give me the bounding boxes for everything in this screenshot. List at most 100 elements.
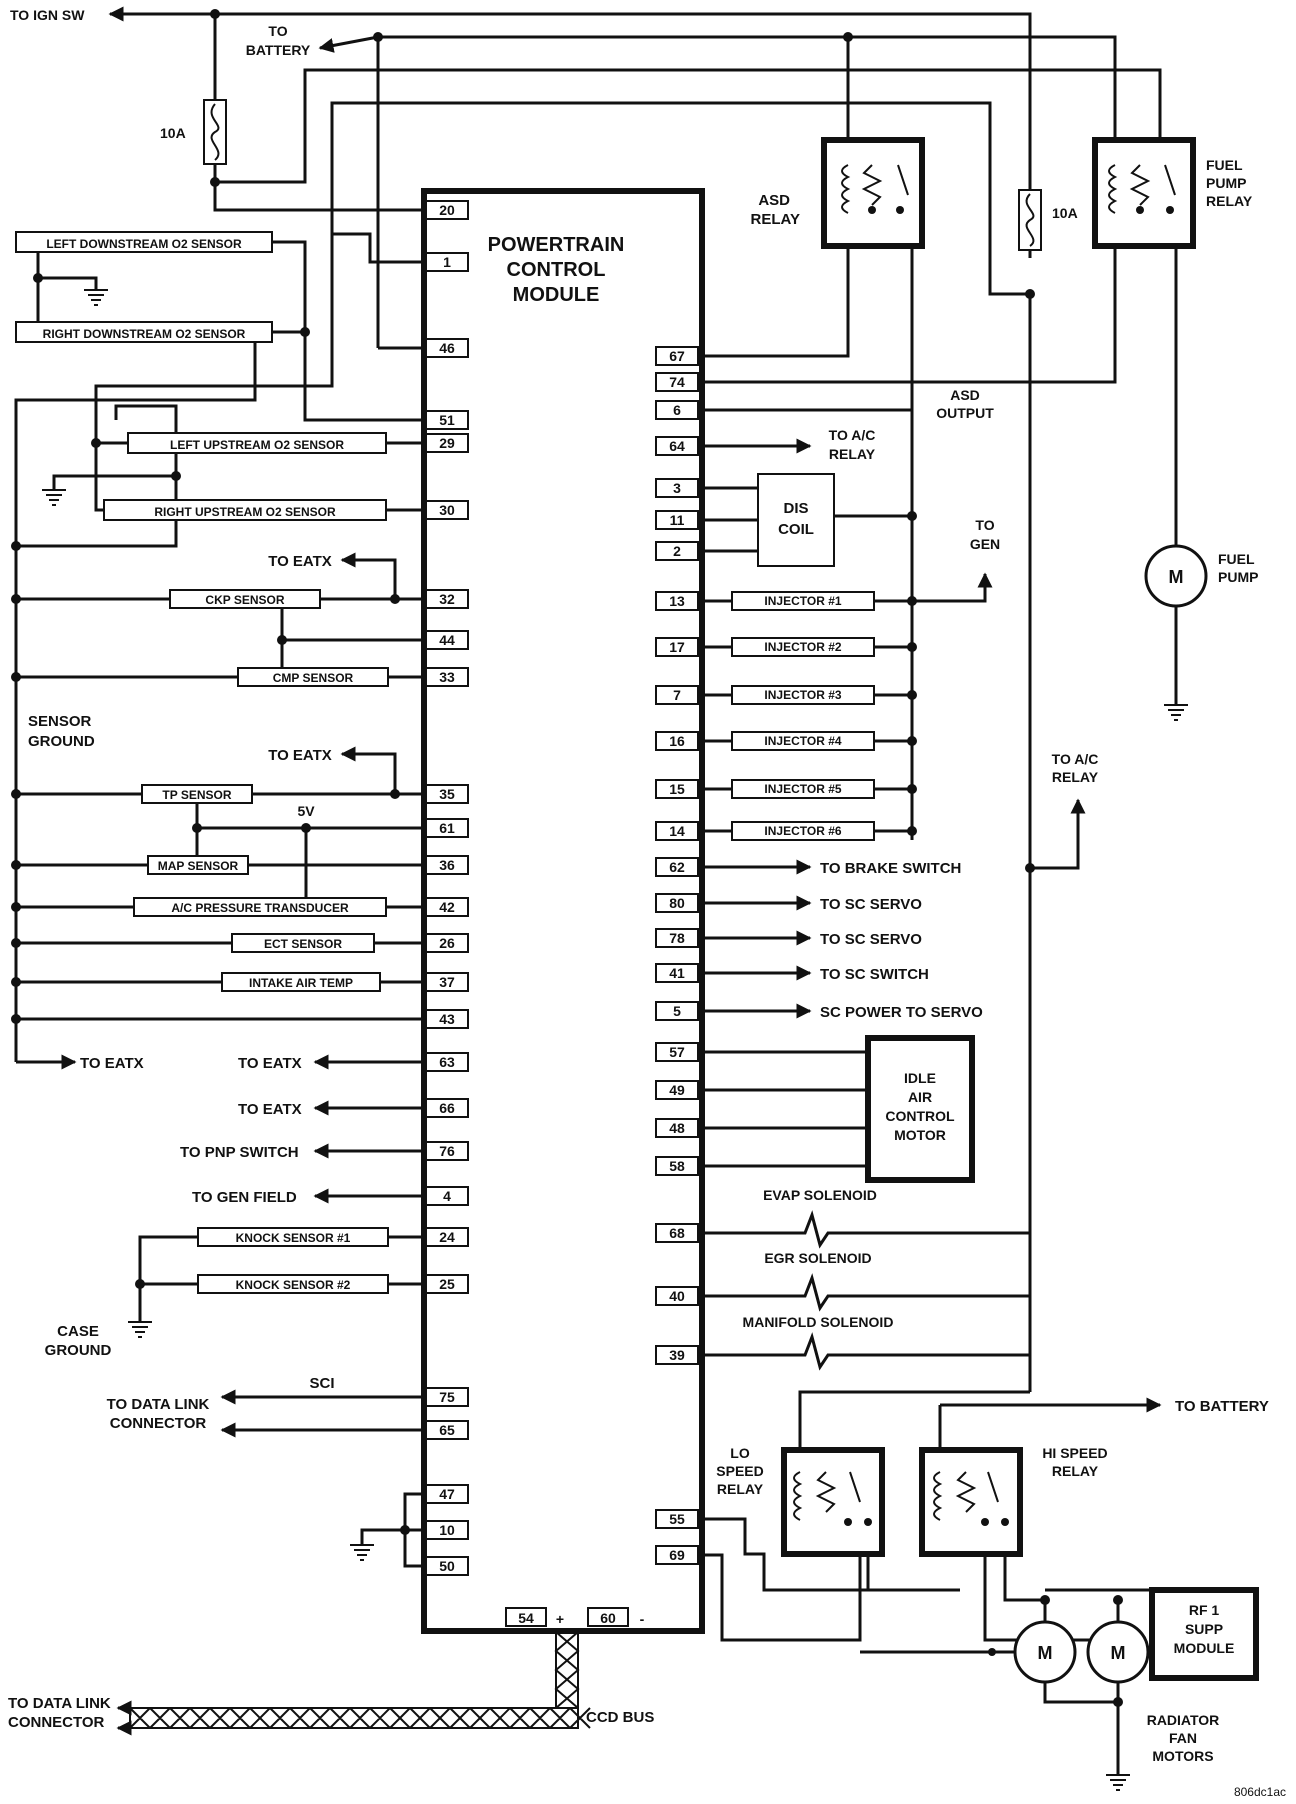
pin66-label: TO EATX — [238, 1101, 302, 1118]
iac-label-2: AIR — [908, 1089, 932, 1105]
pin-label-right-19: 49 — [669, 1082, 685, 1098]
pin-label-right-0: 67 — [669, 348, 685, 364]
pin-box-right-17 — [655, 1001, 699, 1021]
pin51-wire — [303, 332, 424, 422]
pin-box-left-26 — [425, 1556, 469, 1576]
pin63-label: TO EATX — [238, 1055, 302, 1072]
hi-relay-terminal-1 — [981, 1518, 989, 1526]
pin-label-right-14: 80 — [669, 895, 685, 911]
pin-label-right-3: 64 — [669, 438, 685, 454]
fuel-relay-terminal-1 — [1136, 206, 1144, 214]
pin-label-right-7: 13 — [669, 593, 685, 609]
pins-right-group: 6774664311213177161514628078415574948586… — [655, 346, 699, 1565]
left-upstream-o2-label: LEFT UPSTREAM O2 SENSOR — [170, 438, 344, 452]
ac-relay-junction — [1025, 863, 1035, 873]
rf1-label-1: RF 1 — [1189, 1602, 1220, 1618]
pin-box-right-26 — [655, 1545, 699, 1565]
ac-relay-right-label-1: TO A/C — [1052, 751, 1099, 767]
pin-label-left-20: 24 — [439, 1229, 455, 1245]
ign-sw-label: TO IGN SW — [10, 7, 85, 23]
upstream-ground-link — [114, 404, 178, 433]
fan-motor-1-symbol: M — [1038, 1643, 1053, 1663]
hi-relay-label-2: RELAY — [1052, 1463, 1099, 1479]
pin-box-right-6 — [655, 541, 699, 561]
pin-box-54 — [505, 1607, 547, 1627]
pin-box-right-0 — [655, 346, 699, 366]
pin-box-right-15 — [655, 928, 699, 948]
to-ac-relay-arrow-right — [1030, 798, 1086, 870]
asd-relay-terminal-2 — [896, 206, 904, 214]
pin-label-left-5: 30 — [439, 502, 455, 518]
lo-relay-label-3: RELAY — [717, 1481, 764, 1497]
fan-motor-ground-bus — [1043, 1682, 1120, 1704]
fuel-relay-label-3: RELAY — [1206, 193, 1253, 209]
pin-label-left-7: 44 — [439, 632, 455, 648]
fan-label-3: MOTORS — [1152, 1748, 1213, 1764]
pin-label-left-19: 4 — [443, 1188, 451, 1204]
dis-asd-junction — [907, 511, 917, 521]
evap-solenoid-wire — [702, 1210, 1030, 1249]
pin-label-right-1: 74 — [669, 374, 685, 390]
pin-box-right-2 — [655, 400, 699, 420]
dis-coil-box — [757, 473, 835, 567]
right-upstream-o2-label: RIGHT UPSTREAM O2 SENSOR — [154, 505, 336, 519]
pin-label-left-2: 46 — [439, 340, 455, 356]
pin-label-left-3: 51 — [439, 412, 455, 428]
fuel-pump-label-2: PUMP — [1218, 569, 1258, 585]
pin-label-right-18: 57 — [669, 1044, 685, 1060]
lo-relay-feed — [798, 1390, 1030, 1455]
brake-switch-label: TO BRAKE SWITCH — [820, 860, 961, 877]
pin-label-right-5: 11 — [670, 512, 685, 528]
pin-label-left-14: 37 — [439, 974, 455, 990]
five-volt-label: 5V — [297, 803, 315, 819]
pcm-title-3: MODULE — [513, 284, 600, 306]
pin-box-right-18 — [655, 1042, 699, 1062]
asd-relay-label-1: ASD — [758, 192, 790, 209]
lo-relay-coil — [793, 1471, 803, 1521]
pins-left-group: 2014651293032443335613642263743636676424… — [425, 200, 469, 1576]
fuel-relay-resistor — [1129, 164, 1151, 206]
pin-label-right-25: 55 — [669, 1511, 685, 1527]
fan-ground-symbol — [1106, 1774, 1130, 1791]
pin-label-left-23: 65 — [439, 1422, 455, 1438]
case-ground-label-2: GROUND — [45, 1342, 112, 1359]
battery-label-1: TO — [268, 23, 287, 39]
battery-arrow — [318, 35, 379, 53]
map-sensor-label: MAP SENSOR — [158, 859, 239, 873]
sensor-ground-junction-o2 — [11, 541, 21, 551]
sg-junction-tp — [11, 789, 21, 799]
fan-motor-2-symbol: M — [1111, 1643, 1126, 1663]
pin-label-right-12: 14 — [669, 823, 685, 839]
pin-box-left-10 — [425, 818, 469, 838]
pin-box-right-4 — [655, 478, 699, 498]
pin-label-left-16: 63 — [439, 1054, 455, 1070]
pin-label-right-26: 69 — [669, 1547, 685, 1563]
pin-label-right-10: 16 — [669, 733, 685, 749]
asd-output-label-1: ASD — [950, 387, 980, 403]
fuse-right-label: 10A — [1052, 205, 1078, 221]
manifold-solenoid-wire — [702, 1332, 1030, 1371]
pin-box-right-20 — [655, 1118, 699, 1138]
egr-solenoid-wire — [702, 1273, 1030, 1312]
pin-label-left-1: 1 — [443, 254, 451, 270]
fuel-relay-coil — [1108, 164, 1118, 214]
right-downstream-o2-label: RIGHT DOWNSTREAM O2 SENSOR — [43, 327, 246, 341]
pin-label-left-25: 10 — [439, 1522, 455, 1538]
pin-box-left-5 — [425, 500, 469, 520]
sg-junction-map — [11, 860, 21, 870]
battery-label-2: BATTERY — [246, 42, 311, 58]
pin-label-54: 54 — [518, 1610, 534, 1626]
pin-box-left-7 — [425, 630, 469, 650]
pin-box-left-14 — [425, 972, 469, 992]
fuel-relay-terminal-2 — [1166, 206, 1174, 214]
pin-box-left-0 — [425, 200, 469, 220]
lo-relay-contact — [849, 1471, 861, 1503]
sc-power-label: SC POWER TO SERVO — [820, 1004, 983, 1021]
sensor-ground-label-2: GROUND — [28, 733, 95, 750]
pin-label-left-18: 76 — [439, 1143, 455, 1159]
dis-coil-label-2: COIL — [778, 521, 814, 538]
pin-box-right-22 — [655, 1223, 699, 1243]
pin-box-left-19 — [425, 1186, 469, 1206]
